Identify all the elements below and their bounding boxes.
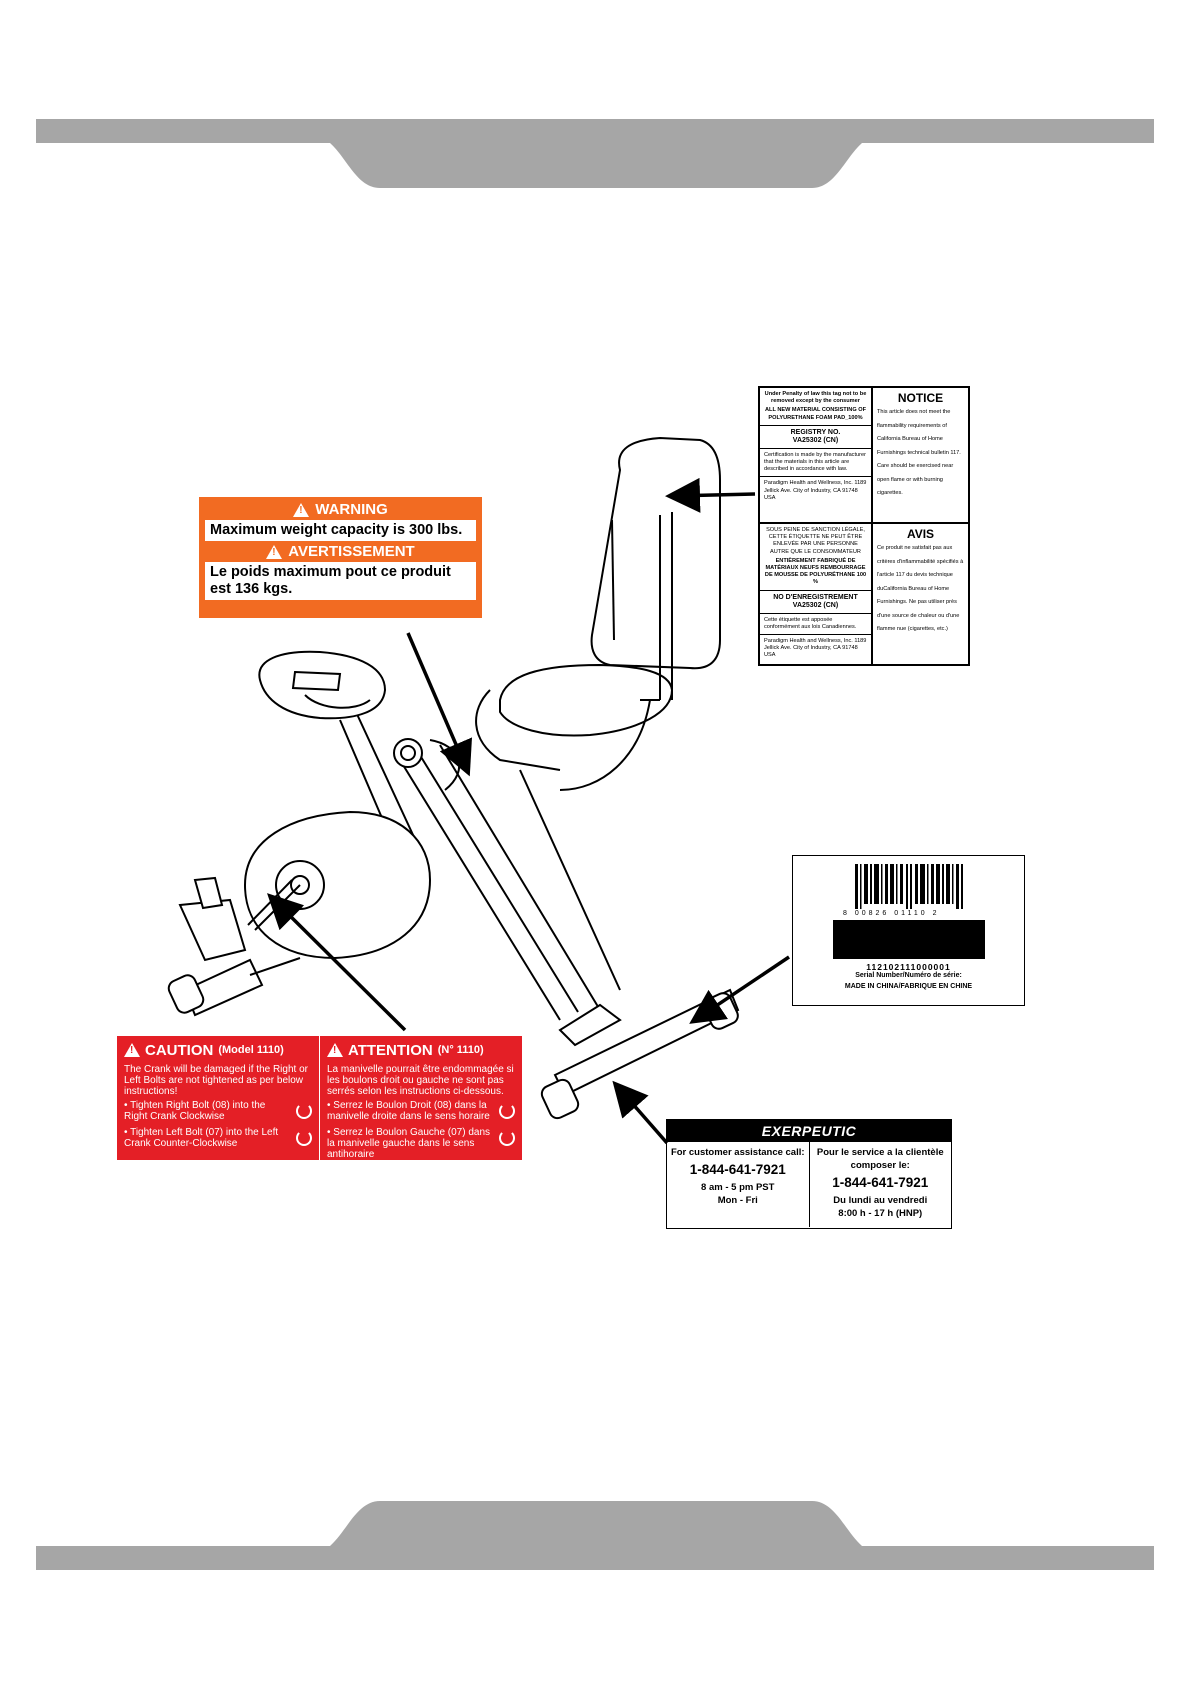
barcode-serial-label: 8 00826 01110 2 112102111000001 Serial N… <box>792 855 1025 1006</box>
serial-value: 112102111000001 <box>866 962 951 972</box>
arrow-barcode-to-stabilizer <box>689 955 790 1024</box>
flammability-notice-label: Under Penalty of law this tag not to be … <box>758 386 970 666</box>
barcode-icon <box>855 864 963 909</box>
arrow-warning-to-frame <box>406 632 472 777</box>
phone-fr: 1-844-641-7921 <box>832 1175 929 1190</box>
avis-title: AVIS <box>906 527 935 541</box>
arrow-caution-to-crank <box>267 893 407 1032</box>
caution-step-en: • Tighten Right Bolt (08) into the Right… <box>124 1100 312 1122</box>
notice-en-left: Under Penalty of law this tag not to be … <box>759 387 872 523</box>
caution-step-en: • Tighten Left Bolt (07) into the Left C… <box>124 1127 312 1149</box>
notice-fr-left: SOUS PEINE DE SANCTION LÉGALE, CETTE ÉTI… <box>759 523 872 665</box>
clockwise-icon <box>296 1103 312 1119</box>
warning-triangle-icon <box>124 1043 140 1057</box>
warning-text-en: Maximum weight capacity is 300 lbs. <box>205 520 476 541</box>
serial-caption: Serial Number/Numéro de série: <box>855 972 962 979</box>
warning-triangle-icon <box>327 1043 343 1057</box>
customer-service-label: EXERPEUTIC For customer assistance call:… <box>666 1119 952 1229</box>
redacted-block <box>833 920 985 959</box>
caution-intro-fr: La manivelle pourrait être endommagée si… <box>327 1064 514 1097</box>
crank-caution-label: CAUTION (Model 1110) The Crank will be d… <box>117 1036 522 1160</box>
bottom-footer-band <box>36 1501 1154 1570</box>
contact-en: For customer assistance call: 1-844-641-… <box>667 1142 809 1227</box>
counter-clockwise-icon <box>296 1130 312 1146</box>
caution-en: CAUTION (Model 1110) The Crank will be d… <box>117 1036 319 1160</box>
brand-logo: EXERPEUTIC <box>667 1120 951 1142</box>
origin-text: MADE IN CHINA/FABRIQUE EN CHINE <box>844 983 973 990</box>
arrow-notice-to-backrest <box>665 477 756 513</box>
arrow-contact-to-stabilizer <box>612 1080 669 1145</box>
caution-step-fr: • Serrez le Boulon Gauche (07) dans la m… <box>327 1127 515 1160</box>
notice-en-right: NOTICE This article does not meet the fl… <box>872 387 969 523</box>
avertissement-heading: AVERTISSEMENT <box>205 543 476 560</box>
caution-intro-en: The Crank will be damaged if the Right o… <box>124 1064 308 1097</box>
contact-fr: Pour le service a la clientèle composer … <box>808 1142 952 1227</box>
phone-en: 1-844-641-7921 <box>689 1162 786 1177</box>
notice-fr-right: AVIS Ce produit ne satisfait pas aux cri… <box>872 523 969 665</box>
counter-clockwise-icon <box>499 1130 515 1146</box>
notice-title: NOTICE <box>897 391 944 405</box>
clockwise-icon <box>499 1103 515 1119</box>
caution-step-fr: • Serrez le Boulon Droit (08) dans la ma… <box>327 1100 515 1122</box>
caution-fr: ATTENTION (N° 1110) La manivelle pourrai… <box>319 1036 522 1160</box>
weight-warning-label: WARNING Maximum weight capacity is 300 l… <box>199 497 482 618</box>
top-header-band <box>36 119 1154 188</box>
barcode-digits: 8 00826 01110 2 <box>843 910 940 917</box>
warning-triangle-icon <box>293 502 310 517</box>
warning-heading: WARNING <box>205 501 476 518</box>
warning-text-fr: Le poids maximum pout ce produit est 136… <box>205 562 476 600</box>
warning-triangle-icon <box>266 544 283 559</box>
